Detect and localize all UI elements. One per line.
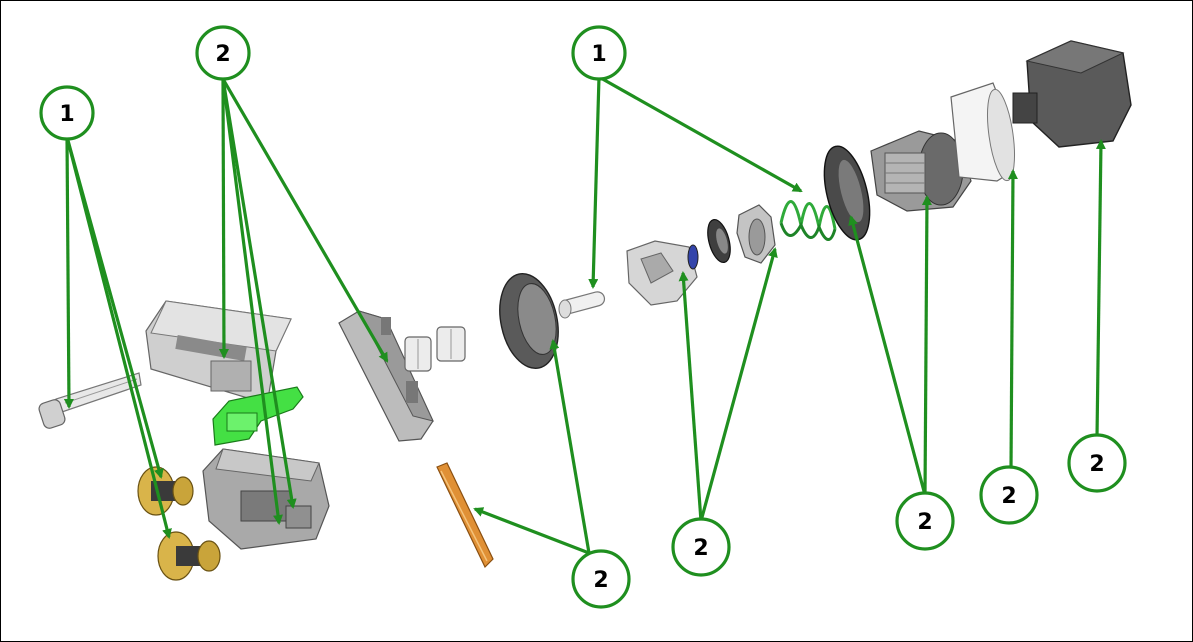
callout-label: 2 (693, 536, 708, 561)
part-bushings (404, 326, 466, 372)
callout-badge: 1 (571, 25, 627, 81)
part-knob (1012, 40, 1132, 148)
part-cam (626, 240, 699, 306)
parts-layer (38, 40, 1132, 581)
callout-badge: 2 (895, 491, 955, 551)
part-green-latch (212, 386, 304, 446)
part-plate (338, 310, 434, 442)
leader-line (848, 215, 927, 496)
leader-line (63, 136, 74, 409)
callout-label: 1 (59, 102, 74, 127)
part-bolt (38, 372, 142, 429)
leader-line (678, 271, 703, 522)
callout-label: 2 (593, 568, 608, 593)
callout-label: 2 (917, 510, 932, 535)
leader-line (221, 78, 389, 363)
callout-badge: 1 (39, 85, 95, 141)
part-spring (779, 200, 837, 241)
callout-label: 1 (591, 42, 606, 67)
leader-line (598, 75, 803, 193)
part-white-ring (950, 82, 1015, 182)
leader-line (218, 78, 229, 359)
part-hex-nut (736, 204, 776, 264)
callout-badge: 2 (979, 465, 1039, 525)
leader-line (221, 78, 297, 509)
callout-label: 2 (215, 42, 230, 67)
part-pin (558, 291, 606, 319)
callout-badge: 2 (571, 549, 631, 609)
leader-layer (63, 75, 1106, 555)
leader-line (549, 339, 591, 554)
callout-badge: 2 (195, 25, 251, 81)
leader-line (588, 76, 601, 289)
part-dark-ring (499, 272, 559, 370)
callout-badge: 2 (671, 517, 731, 577)
part-small-ring (707, 218, 731, 264)
leader-line (921, 195, 932, 496)
leader-line (1007, 169, 1018, 470)
callout-layer: 1 2 1 2 2 2 2 2 (39, 25, 1127, 609)
leader-line (221, 78, 283, 525)
leader-line (473, 507, 590, 555)
leader-line (1095, 139, 1106, 438)
part-disc (823, 145, 871, 241)
callout-label: 2 (1001, 484, 1016, 509)
part-lower-housing (202, 448, 330, 550)
part-orange-clip (436, 462, 494, 569)
part-upper-housing (145, 300, 292, 400)
leader-line (699, 247, 778, 522)
callout-badge: 2 (1067, 433, 1127, 493)
leader-line (65, 136, 172, 539)
callout-label: 2 (1089, 452, 1104, 477)
